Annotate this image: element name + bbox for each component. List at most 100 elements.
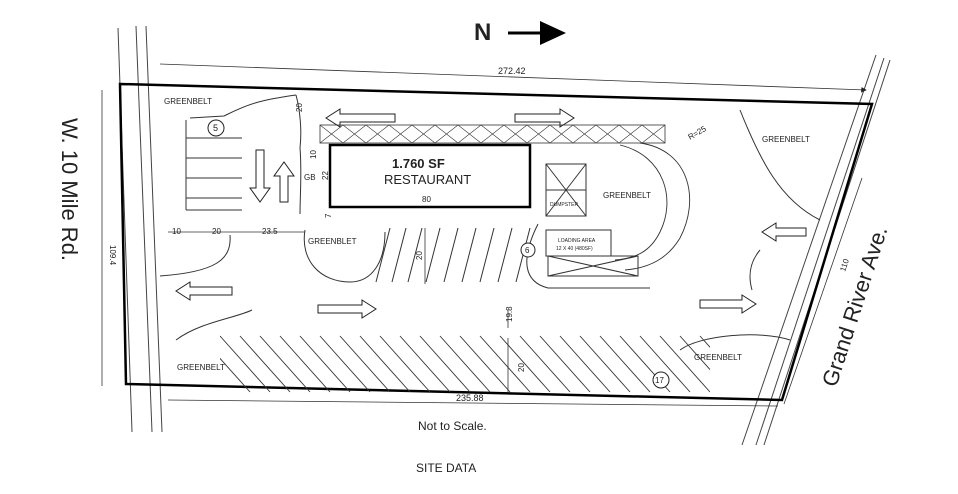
- count-circle-north: [207, 119, 225, 137]
- parking-stalls-middle: [375, 227, 531, 283]
- scale-note: Not to Scale.: [418, 419, 487, 433]
- dim-10b: 10: [309, 150, 318, 159]
- arrow-left-lane: [175, 281, 233, 301]
- dim-19: 19.8: [505, 306, 514, 322]
- dim-80: 80: [422, 195, 431, 204]
- canopy-crosses: [319, 124, 666, 144]
- greenbelt-curves: [159, 94, 821, 351]
- parking-count-markers: [207, 119, 670, 389]
- count-south: 17: [655, 376, 664, 385]
- arrow-right-east: [699, 294, 757, 314]
- north-arrow: N: [474, 19, 566, 46]
- dumpster-label: DUMPSTER: [550, 202, 578, 208]
- canopy-cross-line: [526, 124, 551, 144]
- drive-thru-curve: [614, 142, 691, 271]
- greenbelt-center: GREENBELT: [603, 191, 651, 200]
- parking-hatch-line: [639, 335, 691, 393]
- parking-hatch-line: [479, 335, 531, 393]
- arrow-right-top: [514, 108, 575, 128]
- parking-hatch-line: [399, 335, 451, 393]
- greenbelt-nw: GREENBELT: [164, 97, 212, 106]
- parking-hatch-line: [299, 335, 351, 393]
- loading-label-1: LOADING AREA: [558, 238, 596, 244]
- canopy-cross-line: [319, 124, 344, 144]
- parking-hatch-line: [760, 336, 810, 392]
- dim-20mid: 20: [415, 251, 424, 260]
- arrow-left-east: [761, 222, 807, 242]
- canopy-cross-line: [595, 124, 620, 144]
- loading-label-2: 12 X 40 (480SF): [556, 246, 593, 252]
- parking-hatch-line: [720, 336, 770, 392]
- arrow-up-left: [273, 161, 295, 203]
- parking-hatch-line: [599, 335, 651, 393]
- parking-hatch-line: [220, 335, 271, 393]
- arrow-right-lane: [317, 299, 377, 319]
- canopy-cross-line: [503, 124, 528, 144]
- canopy-cross-line: [618, 124, 643, 144]
- count-mid: 6: [525, 246, 530, 255]
- greenbelt-sw: GREENBELT: [177, 363, 225, 372]
- parking-hatch-line: [439, 335, 491, 393]
- canopy-cross-line: [434, 124, 459, 144]
- parking-hatch-line: [359, 335, 411, 393]
- dimension-lines: [101, 63, 867, 407]
- canopy-cross-line: [641, 124, 666, 144]
- parking-hatch-line: [419, 335, 471, 393]
- arrow-left-top: [325, 108, 396, 128]
- greenbelt-se: GREENBELT: [694, 353, 742, 362]
- parking-hatch-line: [319, 335, 371, 393]
- dim-bottom: 235.88: [456, 393, 484, 403]
- dim-20low: 20: [517, 363, 526, 372]
- parking-hatch-line: [499, 335, 551, 393]
- parking-hatch-line: [279, 335, 331, 393]
- parking-hatch-line: [559, 335, 611, 393]
- count-north: 5: [213, 123, 218, 133]
- parking-hatch-line: [659, 335, 710, 393]
- dim-right: 110: [838, 257, 851, 272]
- property-boundary: [118, 82, 874, 402]
- parking-hatch-line: [239, 335, 291, 393]
- parking-hatch-line: [539, 335, 591, 393]
- dim-23: 23.5: [262, 227, 278, 236]
- dim-left: 109.4: [108, 245, 117, 266]
- count-circle-mid: [520, 242, 536, 258]
- count-circle-south: [652, 371, 670, 389]
- dumpster-area: [545, 163, 587, 217]
- north-label: N: [474, 19, 491, 46]
- greenbelt-ne: GREENBELT: [762, 135, 810, 144]
- dim-22: 22: [321, 171, 330, 180]
- canopy-cross-line: [480, 124, 505, 144]
- loading-area: [545, 229, 639, 277]
- greenbelt-middle: GREENBLET: [308, 237, 357, 246]
- restaurant-building: [328, 143, 532, 209]
- canopy-cross-line: [411, 124, 436, 144]
- parking-hatch-line: [259, 335, 311, 393]
- dim-20top: 20: [295, 103, 304, 112]
- parking-hatch-line: [699, 335, 710, 348]
- building-use: RESTAURANT: [384, 172, 471, 187]
- parking-hatch-line: [220, 357, 251, 393]
- parking-hatch-line: [519, 335, 571, 393]
- traffic-arrows: [175, 108, 807, 319]
- site-data-caption: SITE DATA: [416, 461, 476, 475]
- parking-hatch-line: [579, 335, 631, 393]
- canopy-cross-line: [388, 124, 413, 144]
- canopy-cross-line: [342, 124, 367, 144]
- dim-20a: 20: [212, 227, 221, 236]
- canopy-cross-line: [457, 124, 482, 144]
- parking-stalls-south: [220, 335, 810, 393]
- north-arrow-head: [540, 21, 566, 45]
- west-road-name: W. 10 Mile Rd.: [57, 118, 82, 261]
- canopy-cross-line: [365, 124, 390, 144]
- parking-hatch-line: [339, 335, 391, 393]
- canopy-cross-line: [572, 124, 597, 144]
- arrow-down-left: [249, 149, 271, 203]
- building-area: 1.760 SF: [392, 156, 445, 171]
- canopy-strip: [319, 124, 666, 144]
- dim-r25: R=25: [687, 124, 709, 142]
- parking-hatch-line: [459, 335, 511, 393]
- dim-7: 7: [324, 213, 333, 218]
- parking-hatch-line: [379, 335, 431, 393]
- parking-stalls-north: [185, 120, 242, 211]
